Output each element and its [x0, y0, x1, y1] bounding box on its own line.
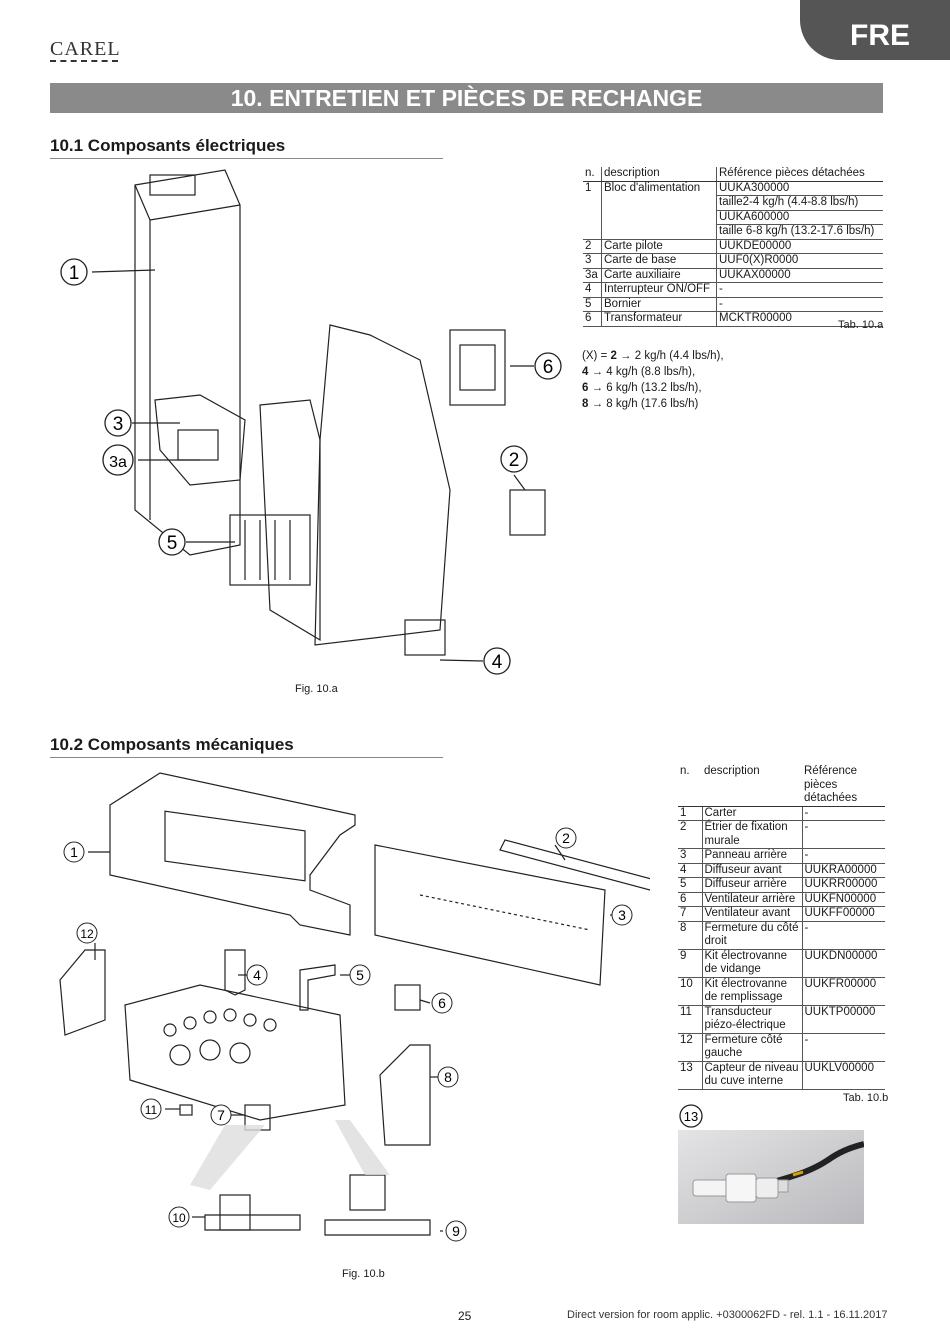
switch-drawing: [404, 619, 446, 656]
mechanical-callouts: 1 2 3 12 4 5 6 8 11 7 10 9: [63, 827, 633, 1242]
pilot-board-drawing: [509, 489, 546, 536]
figure-electrical-components: 1 3 3a 5 6 2 4: [60, 169, 562, 675]
callout-m5: 5: [356, 967, 364, 983]
callout-m3: 3: [618, 907, 626, 923]
base-board-drawing: [154, 394, 246, 486]
callout-m4: 4: [253, 967, 261, 983]
rear-diffuser-drawing: [299, 964, 336, 1011]
drain-valve-drawing: [349, 1174, 386, 1211]
figure-mechanical-components: 1 2 3 12 4 5 6 8 11 7 10 9: [59, 772, 650, 1242]
logo-underline: [50, 60, 118, 62]
front-diffuser-drawing: [224, 949, 246, 996]
callout-m6: 6: [438, 995, 446, 1011]
callout-1: 1: [69, 263, 80, 284]
note-line: (X) = 2 → 2 kg/h (4.4 lbs/h),: [582, 350, 724, 362]
electrical-parts-table: n. description Référence pièces détachée…: [583, 167, 883, 327]
language-tab: FRE: [800, 0, 950, 60]
callout-m12: 12: [80, 927, 94, 941]
transducer-drawing: [179, 1104, 193, 1116]
callout-13: 13: [679, 1104, 703, 1128]
wall-bracket-drawing: [499, 839, 650, 891]
table-caption-10b: Tab. 10.b: [843, 1092, 889, 1104]
page-number: 25: [458, 1309, 472, 1323]
col-header-n: n.: [678, 765, 702, 807]
note-line: 6 → 6 kg/h (13.2 lbs/h),: [582, 382, 702, 394]
terminal-block-drawing: [229, 514, 311, 586]
power-supply-drawing: [134, 169, 241, 556]
electrical-callouts: 1 3 3a 5 6 2 4: [60, 258, 562, 675]
callout-6: 6: [543, 357, 554, 378]
transformer-drawing: [449, 329, 506, 406]
right-closure-drawing: [379, 1044, 431, 1146]
casing-drawing: [109, 772, 356, 936]
callout-m9: 9: [452, 1223, 460, 1239]
note-line: 8 → 8 kg/h (17.6 lbs/h): [582, 398, 699, 410]
callout-m10: 10: [172, 1211, 186, 1225]
callout-2: 2: [509, 450, 520, 471]
callout-m2: 2: [562, 830, 570, 846]
callout-3a: 3a: [109, 454, 127, 471]
col-header-reference: Référence pièces détachées: [716, 167, 883, 182]
back-panel-drawing: [374, 844, 606, 986]
callout-m7: 7: [217, 1107, 225, 1123]
callout-4: 4: [492, 652, 503, 673]
callout-3: 3: [113, 414, 124, 435]
left-closure-drawing: [59, 949, 106, 1036]
col-header-description: description: [601, 167, 717, 182]
rear-fan-drawing: [394, 984, 421, 1011]
callout-m1: 1: [70, 844, 78, 860]
level-sensor-photo: [678, 1130, 864, 1224]
section-title-mechanical: 10.2 Composants mécaniques: [50, 735, 443, 758]
callout-m11: 11: [145, 1103, 158, 1117]
col-header-n: n.: [583, 167, 602, 182]
fill-valve-drawing: [219, 1194, 251, 1231]
callout-5: 5: [167, 533, 178, 554]
figure-caption-10b: Fig. 10.b: [342, 1268, 385, 1280]
tank-assembly-drawing: [124, 984, 346, 1121]
document-reference: Direct version for room applic. +0300062…: [567, 1309, 888, 1321]
svg-text:13: 13: [684, 1109, 698, 1124]
note-line: 4 → 4 kg/h (8.8 lbs/h),: [582, 366, 696, 378]
size-notes: (X) = 2 → 2 kg/h (4.4 lbs/h), 4 → 4 kg/h…: [582, 348, 724, 412]
figure-caption-10a: Fig. 10.a: [295, 683, 338, 695]
mounting-plate-drawing: [259, 399, 321, 642]
table-caption-10a: Tab. 10.a: [838, 319, 884, 331]
section-title-electrical: 10.1 Composants électriques: [50, 136, 443, 159]
brand-logo: CAREL: [50, 38, 121, 60]
chapter-title: 10. ENTRETIEN ET PIÈCES DE RECHANGE: [50, 83, 883, 113]
col-header-description: description: [702, 765, 802, 807]
callout-m8: 8: [444, 1069, 452, 1085]
